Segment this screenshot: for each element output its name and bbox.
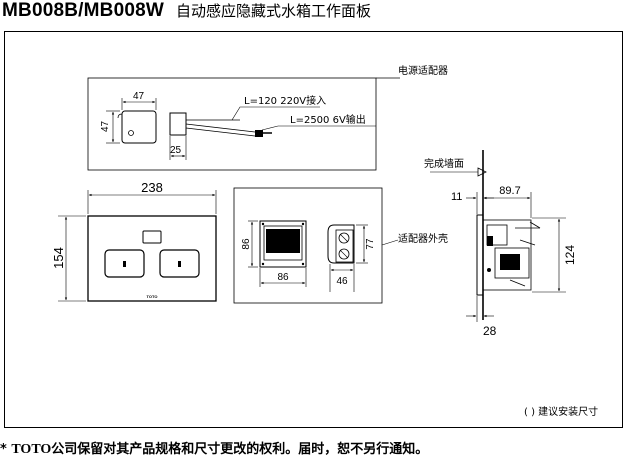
- adapter-height-dim: 47: [100, 120, 111, 132]
- housing-side-width-dim: 46: [336, 276, 348, 287]
- panel-front-outline: [87, 215, 217, 302]
- housing-callout-frame: [233, 187, 383, 304]
- housing-label: 适配器外壳: [398, 232, 448, 245]
- small-flush-button: [104, 249, 145, 278]
- height-dim: 124: [563, 245, 577, 265]
- housing-side-drawing: [327, 224, 355, 264]
- panel-width-dim: 238: [141, 180, 163, 195]
- panel-brand-mark: TOTO: [147, 294, 158, 299]
- footer-asterisk: *: [0, 442, 7, 457]
- panel-height-dim: 154: [51, 247, 66, 269]
- adapter-callout-frame: [87, 77, 377, 171]
- finished-wall-label: 完成墙面: [424, 157, 464, 170]
- offset-dim: 11: [451, 191, 462, 203]
- adapter-callout: 电源适配器 47 47 25 L=120 220: [87, 64, 448, 171]
- installation-note: ( ) 建议安装尺寸: [524, 405, 598, 418]
- large-flush-button: [159, 249, 200, 278]
- footer-brand: TOTO: [11, 442, 52, 457]
- power-adapter-drawing: [117, 110, 272, 144]
- front-view: TOTO 238 154: [51, 180, 217, 302]
- adapter-width-dim: 47: [133, 91, 145, 102]
- sensor-window: [142, 230, 162, 244]
- input-cable-label: L=120 220V接入: [244, 94, 326, 107]
- footer-disclaimer: * TOTO公司保留对其产品规格和尺寸更改的权利。届时，恕不另行通知。: [0, 438, 428, 458]
- thickness-dim: 28: [483, 324, 497, 338]
- side-view: 完成墙面 11 89.7 124: [424, 150, 577, 338]
- housing-width-dim: 86: [277, 272, 289, 283]
- product-subtitle: 自动感应隐藏式水箱工作面板: [176, 2, 372, 20]
- housing-side-height-dim: 77: [365, 238, 376, 250]
- drawing-frame: [4, 31, 623, 428]
- adapter-depth-dim: 25: [170, 145, 182, 156]
- housing-height-dim: 86: [241, 238, 252, 250]
- panel-side-profile: [476, 214, 484, 296]
- output-cable-label: L=2500 6V输出: [290, 113, 366, 126]
- model-number: MB008B/MB008W: [2, 0, 165, 21]
- mechanism-drawing: [482, 219, 541, 291]
- footer-text: 公司保留对其产品规格和尺寸更改的权利。届时，恕不另行通知。: [51, 442, 429, 457]
- housing-callout: 适配器外壳 86 86: [233, 187, 448, 304]
- adapter-label: 电源适配器: [398, 64, 448, 77]
- title-row: MB008B/MB008W 自动感应隐藏式水箱工作面板: [2, 0, 371, 28]
- depth-dim: 89.7: [499, 185, 520, 197]
- housing-front-drawing: [259, 220, 307, 268]
